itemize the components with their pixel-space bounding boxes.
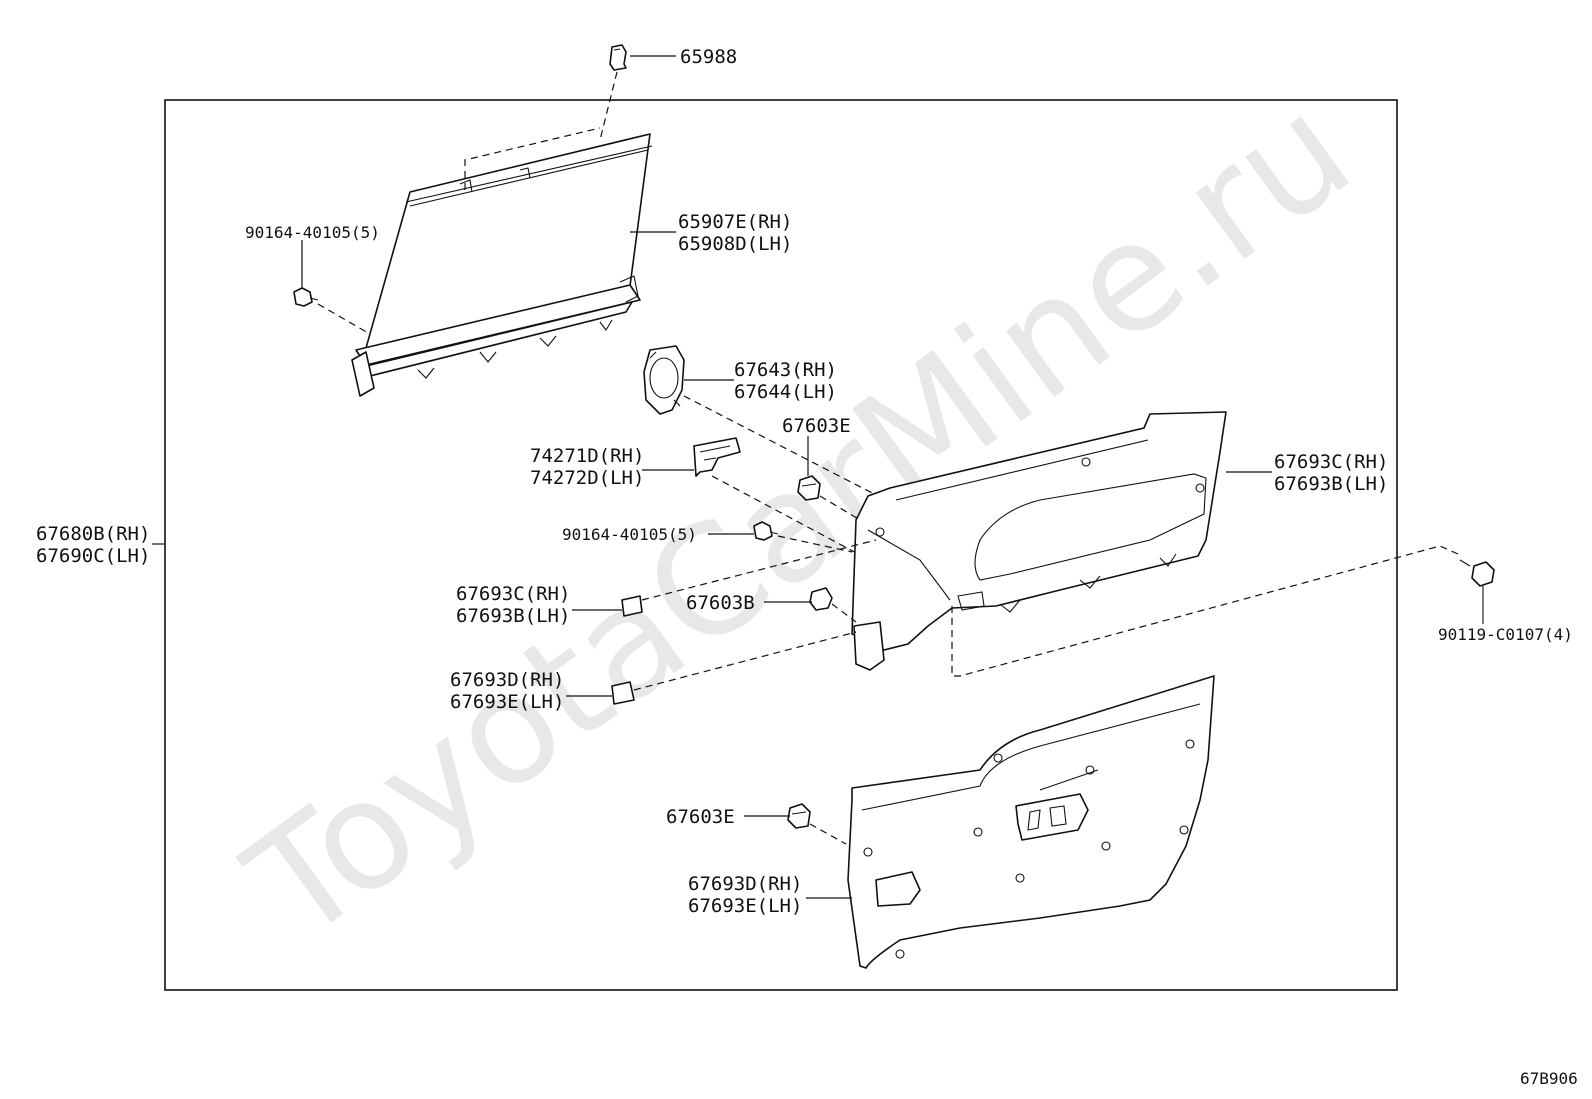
label-67693d-bottom[interactable]: 67693D(RH) <box>688 873 802 895</box>
screw-90164-top[interactable] <box>293 287 319 307</box>
bracket-74271d[interactable] <box>693 437 741 477</box>
label-65988[interactable]: 65988 <box>680 46 737 68</box>
dashline-shade-top <box>464 127 601 190</box>
dashline-67693c-left <box>641 539 877 601</box>
label-74272d[interactable]: 74272D(LH) <box>530 467 644 489</box>
speaker-bracket[interactable] <box>643 345 685 415</box>
label-90164-top[interactable]: 90164-40105(5) <box>245 223 380 242</box>
cover-67693c-left[interactable] <box>621 595 643 617</box>
screw-90164-mid[interactable] <box>753 521 779 541</box>
label-67690c[interactable]: 67690C(LH) <box>36 545 150 567</box>
clip-67603e-top[interactable] <box>797 475 821 501</box>
dashline-90164-top <box>317 303 371 335</box>
dashline-90119 <box>951 545 1459 677</box>
dashline-74271d <box>711 475 953 605</box>
label-65907e[interactable]: 65907E(RH) <box>678 211 792 233</box>
label-67644[interactable]: 67644(LH) <box>734 381 837 403</box>
label-67693d-left[interactable]: 67693D(RH) <box>450 669 564 691</box>
label-67693c-right[interactable]: 67693C(RH) <box>1274 451 1388 473</box>
dashline-67643 <box>683 395 879 497</box>
label-74271d[interactable]: 74271D(RH) <box>530 445 644 467</box>
assembly-frame <box>164 99 1398 991</box>
label-67603e-top[interactable]: 67603E <box>782 415 851 437</box>
label-90164-mid[interactable]: 90164-40105(5) <box>562 525 697 544</box>
cover-67693d-left[interactable] <box>611 681 635 705</box>
dashline-67603b <box>831 603 857 623</box>
bolt-90119[interactable] <box>1459 559 1495 624</box>
clip-67603b[interactable] <box>809 587 833 611</box>
clip-67603e-bottom[interactable] <box>787 803 811 829</box>
label-67603e-bottom[interactable]: 67603E <box>666 806 735 828</box>
dashline-67603e-top <box>819 495 861 521</box>
dashline-67603e-bottom <box>809 823 847 845</box>
label-67693c-left[interactable]: 67693C(RH) <box>456 583 570 605</box>
label-65908d[interactable]: 65908D(LH) <box>678 233 792 255</box>
label-67680b[interactable]: 67680B(RH) <box>36 523 150 545</box>
dashline-67693d-left <box>633 631 857 691</box>
clip-65988[interactable] <box>609 44 627 71</box>
label-67603b[interactable]: 67603B <box>686 592 755 614</box>
label-67693e-bottom[interactable]: 67693E(LH) <box>688 895 802 917</box>
dashline-65988 <box>599 71 618 141</box>
label-67693e-left[interactable]: 67693E(LH) <box>450 691 564 713</box>
label-67693b-left[interactable]: 67693B(LH) <box>456 605 570 627</box>
lower-trim-panel[interactable] <box>847 675 1215 969</box>
upper-trim-panel[interactable] <box>851 411 1227 671</box>
diagram-code: 67B906 <box>1520 1069 1578 1088</box>
roller-shade[interactable] <box>351 133 653 397</box>
label-67643[interactable]: 67643(RH) <box>734 359 837 381</box>
label-67693b-right[interactable]: 67693B(LH) <box>1274 473 1388 495</box>
label-90119[interactable]: 90119-C0107(4) <box>1438 625 1573 644</box>
